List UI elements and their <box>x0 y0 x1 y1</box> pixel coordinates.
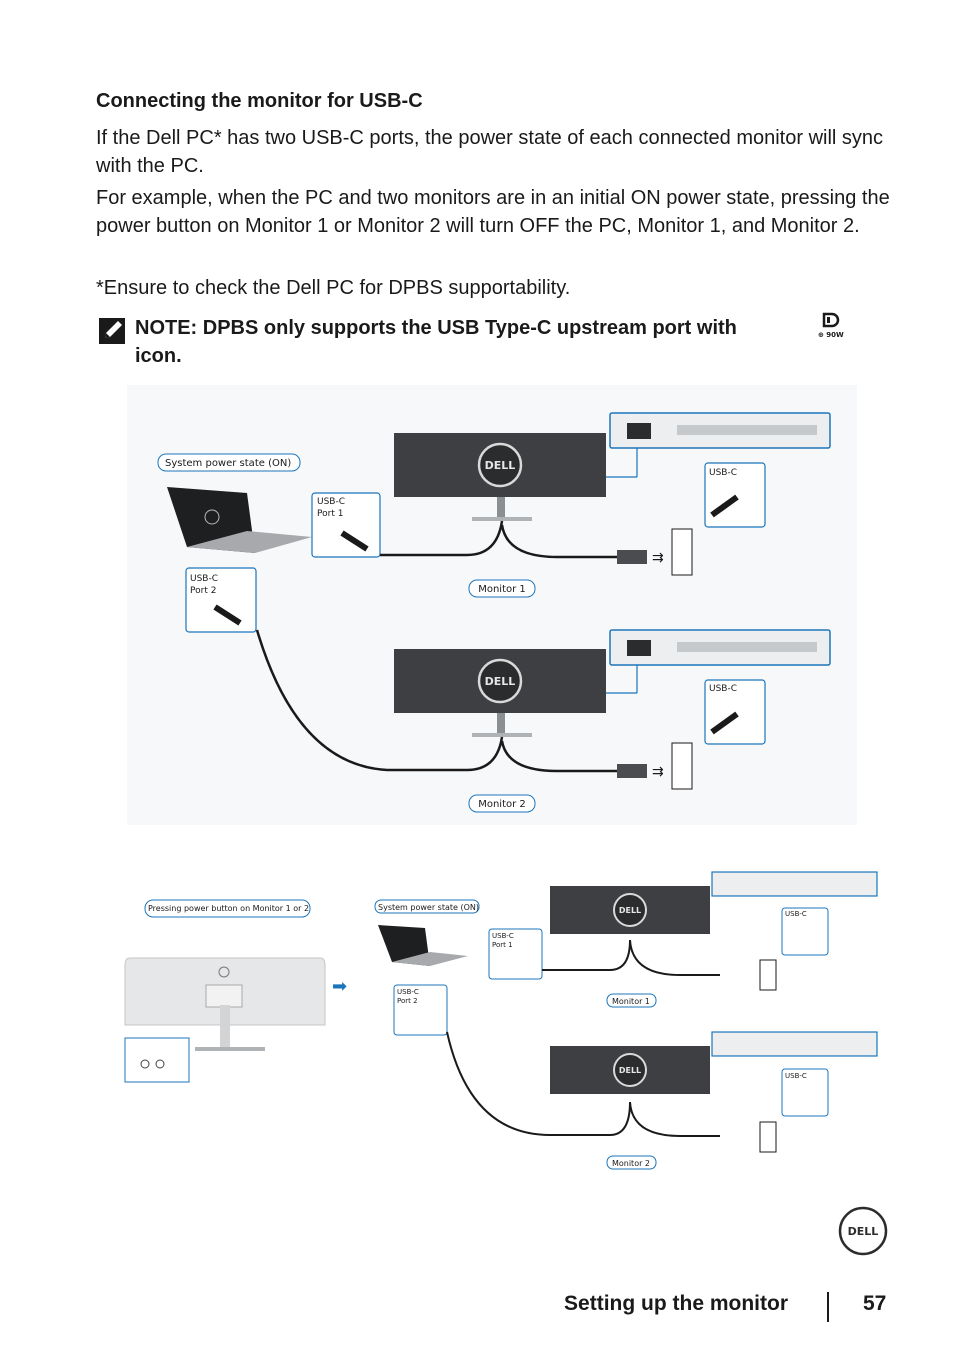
usbc-port1-line2: Port 1 <box>317 509 343 519</box>
usbc-label-monitor-1: USB-C <box>709 468 737 478</box>
system-state-label-2: System power state (ON) <box>378 903 479 912</box>
monitor-1-port-panel <box>606 412 831 478</box>
dell-logo: DELL <box>838 1206 888 1256</box>
usbc-port1-line1: USB-C <box>317 497 345 507</box>
page-number: 57 <box>863 1292 887 1315</box>
svg-text:⊕ 90W: ⊕ 90W <box>818 331 844 339</box>
monitor-2-logo: DELL <box>485 675 516 688</box>
note-text-before-icon: NOTE: DPBS only supports the USB Type-C … <box>135 317 737 339</box>
usbc-port2-line1-2: USB-C <box>397 988 419 996</box>
monitor-back-illustration <box>124 957 326 1051</box>
section-heading: Connecting the monitor for USB-C <box>96 90 423 112</box>
monitor-2-label-2: Monitor 2 <box>612 1159 650 1168</box>
dell-logo-text: DELL <box>848 1225 879 1238</box>
usbc-label-monitor-2-2: USB-C <box>785 1072 807 1080</box>
footer-divider <box>827 1292 829 1322</box>
monitor-1-illustration: DELL <box>394 433 606 521</box>
monitor-1-logo-2: DELL <box>619 906 641 915</box>
monitor-2-port-panel <box>606 629 831 694</box>
monitor-1-label-2: Monitor 1 <box>612 997 650 1006</box>
footer-section-title: Setting up the monitor <box>564 1292 788 1315</box>
monitor-2-label: Monitor 2 <box>478 799 526 810</box>
system-state-label: System power state (ON) <box>165 458 291 469</box>
usbc-port2-line1: USB-C <box>190 574 218 584</box>
pressing-label: Pressing power button on Monitor 1 or 2 <box>148 904 309 913</box>
connection-diagram-on-state: DELL DELL USB-C USB-C System power sta <box>127 385 857 825</box>
monitor-1-label: Monitor 1 <box>478 584 526 595</box>
usbc-port1-line1-2: USB-C <box>492 932 514 940</box>
note-text: NOTE: DPBS only supports the USB Type-C … <box>135 314 835 370</box>
usbc-port2-line2: Port 2 <box>190 586 216 596</box>
note-pencil-icon <box>99 318 125 344</box>
paragraph-3: *Ensure to check the Dell PC for DPBS su… <box>96 277 571 299</box>
svg-text:➡: ➡ <box>332 976 347 997</box>
svg-text:⇉: ⇉ <box>652 764 664 780</box>
usbc-port1-line2-2: Port 1 <box>492 941 513 949</box>
paragraph-1: If the Dell PC* has two USB-C ports, the… <box>96 127 884 177</box>
connection-diagram-power-button: Pressing power button on Monitor 1 or 2 … <box>124 871 878 1170</box>
usbc-label-monitor-1-2: USB-C <box>785 910 807 918</box>
usbc-label-monitor-2: USB-C <box>709 684 737 694</box>
paragraph-2: For example, when the PC and two monitor… <box>96 187 890 237</box>
monitor-2-logo-2: DELL <box>619 1066 641 1075</box>
svg-text:⇉: ⇉ <box>652 550 664 566</box>
note-text-after-icon: icon. <box>135 345 182 367</box>
monitor-2-illustration: DELL <box>394 649 606 737</box>
laptop-illustration <box>167 487 312 553</box>
monitor-1-logo: DELL <box>485 459 516 472</box>
displayport-90w-icon: ⊕ 90W <box>818 312 844 339</box>
usbc-port2-line2-2: Port 2 <box>397 997 418 1005</box>
